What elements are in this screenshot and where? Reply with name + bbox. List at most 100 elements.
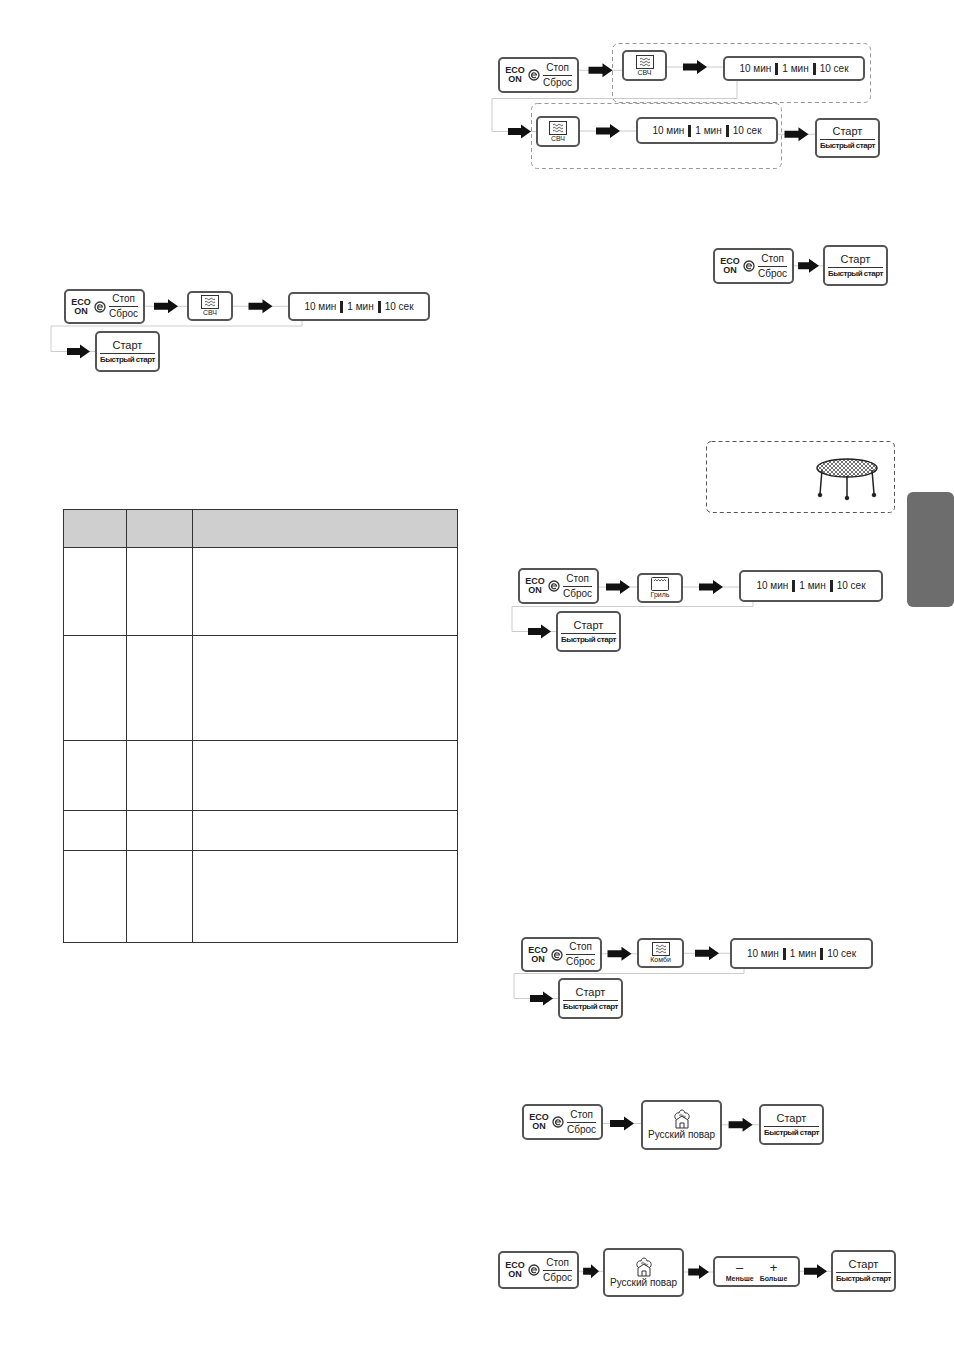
button-label: Сброс bbox=[567, 1124, 596, 1136]
button-column: СтопСброс bbox=[109, 293, 138, 320]
separator bbox=[688, 125, 691, 137]
time-button: 10 мин1 мин10 сек bbox=[730, 938, 873, 969]
divider bbox=[764, 1126, 819, 1127]
button-sublabel: Быстрый старт bbox=[836, 1274, 891, 1284]
time-label: 1 мин bbox=[799, 580, 825, 592]
button-sublabel: Быстрый старт bbox=[561, 635, 616, 645]
eco-button: ECO ON СтопСброс bbox=[522, 1104, 603, 1140]
button-icon bbox=[201, 295, 219, 309]
button-column: Русский повар bbox=[610, 1257, 677, 1289]
eco-button: ECO ON СтопСброс bbox=[713, 248, 794, 284]
button-label: Сброс bbox=[109, 308, 138, 320]
eco-button: ECO ON СтопСброс bbox=[498, 1251, 579, 1289]
button-column: СтартБыстрый старт bbox=[100, 339, 155, 365]
button-label: Старт bbox=[832, 125, 862, 138]
flow-arrow bbox=[722, 1118, 759, 1132]
eco-button: ECO ONСтопСброс bbox=[521, 937, 602, 972]
button-label: Комби bbox=[650, 956, 671, 964]
time-label: 10 мин bbox=[747, 948, 779, 960]
button-label: Больше bbox=[760, 1274, 788, 1283]
button-column: СтартБыстрый старт bbox=[820, 125, 875, 151]
time-button: 10 мин1 мин10 сек bbox=[723, 56, 865, 81]
button-column: СтопСброс bbox=[543, 1257, 572, 1284]
button-label: СВЧ bbox=[551, 135, 565, 143]
time-label: 10 сек bbox=[820, 63, 849, 75]
start-button: СтартБыстрый старт bbox=[823, 245, 888, 286]
button-icon bbox=[551, 949, 563, 961]
divider bbox=[758, 266, 787, 267]
button-column: СтопСброс bbox=[563, 573, 592, 600]
separator bbox=[792, 580, 795, 592]
mw-button: СВЧ bbox=[622, 50, 667, 81]
flow-arrow bbox=[778, 127, 815, 141]
time-label: 10 мин bbox=[652, 125, 684, 137]
start-button: СтартБыстрый старт bbox=[831, 1250, 896, 1292]
flow-arrow bbox=[603, 1117, 641, 1131]
button-label: СВЧ bbox=[637, 69, 651, 77]
button-column: СтопСброс bbox=[567, 1109, 596, 1136]
button-column: СтопСброс bbox=[758, 253, 787, 280]
separator bbox=[783, 948, 786, 960]
divider bbox=[567, 1122, 596, 1123]
divider bbox=[109, 306, 138, 307]
button-icon bbox=[651, 577, 669, 591]
button-column: СВЧ bbox=[636, 55, 654, 77]
flow-arrow bbox=[684, 1265, 713, 1279]
minus-sign: – bbox=[736, 1261, 743, 1274]
time-label: 10 мин bbox=[304, 301, 336, 313]
button-label: Сброс bbox=[758, 268, 787, 280]
time-label: 10 сек bbox=[385, 301, 414, 313]
start-button: СтартБыстрый старт bbox=[815, 118, 880, 158]
button-icon bbox=[528, 1264, 540, 1276]
eco-button: ECO ON СтопСброс bbox=[518, 568, 599, 604]
button-label: Сброс bbox=[543, 77, 572, 89]
eco-button: ECO ON СтопСброс bbox=[498, 57, 579, 93]
start-button: СтартБыстрый старт bbox=[95, 331, 160, 372]
button-column: СтопСброс bbox=[543, 62, 572, 89]
button-label: Сброс bbox=[543, 1272, 572, 1284]
button-column: Русский повар bbox=[648, 1109, 715, 1141]
mw-button: СВЧ bbox=[187, 291, 233, 321]
separator bbox=[813, 63, 816, 75]
eco-label: ECO ON bbox=[528, 946, 548, 964]
flow-arrow bbox=[145, 299, 187, 313]
button-label: Стоп bbox=[570, 1109, 593, 1121]
button-label: Старт bbox=[112, 339, 142, 352]
flow-arrow bbox=[599, 580, 637, 594]
side-tab bbox=[907, 492, 954, 607]
flow-arrow bbox=[579, 1264, 603, 1278]
separator bbox=[820, 948, 823, 960]
button-column: СтартБыстрый старт bbox=[561, 619, 616, 645]
button-sublabel: Быстрый старт bbox=[563, 1002, 618, 1012]
time-label: 10 сек bbox=[837, 580, 866, 592]
eco-label: ECO ON bbox=[505, 1261, 525, 1279]
button-icon bbox=[549, 121, 567, 135]
flow-arrow bbox=[683, 580, 739, 594]
button-label: Старт bbox=[848, 1258, 878, 1271]
button-column: Гриль bbox=[651, 577, 670, 599]
eco-label: ECO ON bbox=[720, 257, 740, 275]
button-label: Русский повар bbox=[648, 1129, 715, 1141]
flow-arrow bbox=[800, 1264, 831, 1278]
combi-button: Комби bbox=[637, 938, 684, 968]
button-label: Стоп bbox=[546, 1257, 569, 1269]
button-icon bbox=[548, 580, 560, 592]
flow-arrow bbox=[514, 969, 744, 1006]
start-button: СтартБыстрый старт bbox=[556, 611, 621, 652]
button-column: СВЧ bbox=[201, 295, 219, 317]
rack-frame bbox=[707, 442, 895, 513]
eco-label: ECO ON bbox=[529, 1113, 549, 1131]
time-button: 10 мин1 мин10 сек bbox=[288, 292, 430, 321]
divider bbox=[100, 353, 155, 354]
button-label: Стоп bbox=[546, 62, 569, 74]
eco-label: ECO ON bbox=[525, 577, 545, 595]
separator bbox=[775, 63, 778, 75]
pm-button: –+МеньшеБольше bbox=[713, 1256, 800, 1287]
start-button: СтартБыстрый старт bbox=[558, 978, 623, 1019]
flow-arrow bbox=[602, 947, 637, 961]
button-icon bbox=[94, 301, 106, 313]
time-label: 10 мин bbox=[739, 63, 771, 75]
eco-label: ECO ON bbox=[505, 66, 525, 84]
dashed-group bbox=[613, 44, 871, 103]
eco-button: ECO ONСтопСброс bbox=[64, 289, 145, 324]
